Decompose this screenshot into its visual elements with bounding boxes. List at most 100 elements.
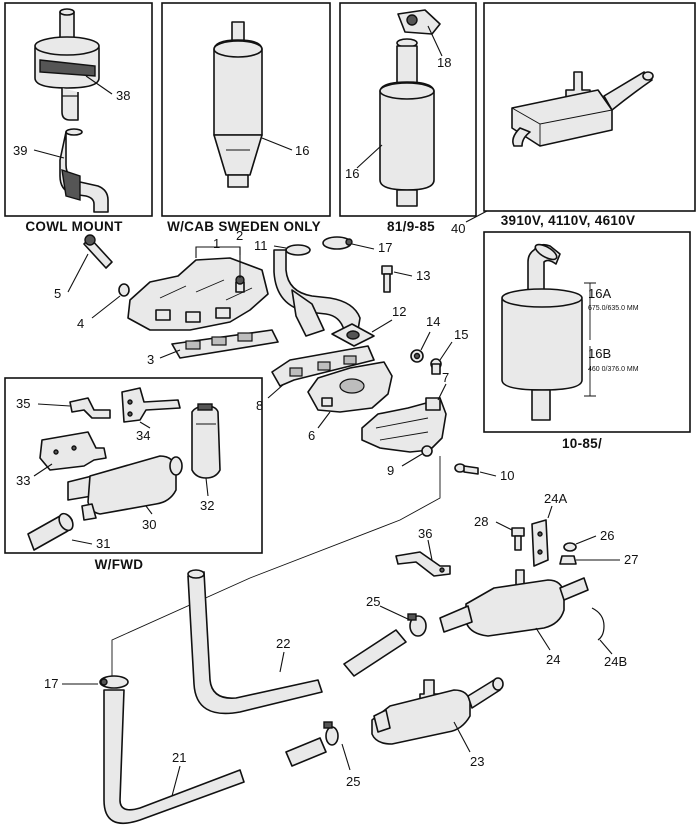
callout-36: 36 bbox=[418, 526, 432, 541]
callout-17-bottom: 17 bbox=[44, 676, 58, 691]
leader-7 bbox=[437, 383, 447, 401]
leader-16-cab bbox=[261, 137, 293, 151]
panel-fwd bbox=[4, 377, 263, 554]
leader-35 bbox=[37, 403, 71, 407]
leader-36 bbox=[427, 539, 433, 561]
nut-14 bbox=[410, 349, 424, 363]
leader-14 bbox=[420, 331, 431, 351]
bracket-24a bbox=[531, 519, 549, 567]
muffler-30 bbox=[67, 455, 183, 521]
callout-7: 7 bbox=[442, 370, 449, 385]
bolt-5 bbox=[83, 234, 113, 269]
leader-23 bbox=[453, 721, 471, 753]
exhaust-elbow-11 bbox=[273, 244, 361, 337]
leader-11 bbox=[273, 245, 287, 249]
callout-21: 21 bbox=[172, 750, 186, 765]
spec-16a: 675.0/635.0 MM bbox=[588, 305, 639, 312]
callout-1: 1 bbox=[213, 236, 220, 251]
nut-27 bbox=[559, 555, 577, 565]
caption-10-85: 10-85/ bbox=[562, 436, 602, 451]
callout-22: 22 bbox=[276, 636, 290, 651]
leader-31 bbox=[71, 539, 93, 545]
leader-25-bottom bbox=[341, 743, 351, 771]
bolt-28 bbox=[511, 527, 525, 551]
clamp-17-top bbox=[322, 236, 353, 250]
callout-33: 33 bbox=[16, 473, 30, 488]
muffler-24 bbox=[439, 569, 589, 637]
muffler-10-85 bbox=[501, 243, 583, 421]
callout-2: 2 bbox=[236, 228, 243, 243]
bracket-33 bbox=[39, 431, 107, 471]
callout-24: 24 bbox=[546, 652, 560, 667]
leader-25-top bbox=[379, 605, 411, 621]
cowl-muffler bbox=[34, 8, 100, 121]
gasket-8 bbox=[271, 345, 375, 387]
callout-15: 15 bbox=[454, 327, 468, 342]
leader-15 bbox=[439, 341, 453, 361]
caption-fwd: W/FWD bbox=[95, 557, 144, 572]
pipe-mid bbox=[343, 629, 407, 677]
bolt-13 bbox=[381, 265, 393, 293]
leader-3 bbox=[159, 349, 181, 359]
leader-16-81 bbox=[356, 144, 383, 169]
callout-13: 13 bbox=[416, 268, 430, 283]
callout-5: 5 bbox=[54, 286, 61, 301]
leader-26 bbox=[575, 535, 597, 545]
leader-21 bbox=[171, 765, 181, 797]
leader-13 bbox=[393, 271, 413, 277]
callout-9: 9 bbox=[387, 463, 394, 478]
callout-32: 32 bbox=[200, 498, 214, 513]
leader-32 bbox=[205, 477, 209, 497]
callout-4: 4 bbox=[77, 316, 84, 331]
caption-models: 3910V, 4110V, 4610V bbox=[501, 213, 636, 228]
callout-34: 34 bbox=[136, 428, 150, 443]
callout-40: 40 bbox=[451, 221, 465, 236]
leader-34 bbox=[139, 421, 151, 429]
callout-16a: 16A bbox=[588, 286, 611, 301]
bracket-36 bbox=[395, 551, 451, 577]
leader-22 bbox=[279, 651, 285, 673]
callout-31: 31 bbox=[96, 536, 110, 551]
callout-18: 18 bbox=[437, 55, 451, 70]
manifold-7 bbox=[361, 397, 447, 453]
cowl-pipe bbox=[59, 128, 109, 213]
muffler-81-85 bbox=[379, 9, 441, 207]
callout-24b: 24B bbox=[604, 654, 627, 669]
callout-6: 6 bbox=[308, 428, 315, 443]
leader-24a bbox=[547, 505, 553, 519]
intake-manifold bbox=[127, 257, 269, 331]
caption-cab-sweden: W/CAB SWEDEN ONLY bbox=[167, 219, 321, 234]
dimension-lines bbox=[584, 282, 596, 397]
bracket-34 bbox=[121, 387, 181, 423]
callout-28: 28 bbox=[474, 514, 488, 529]
leader-17-top bbox=[351, 243, 375, 250]
leader-9 bbox=[401, 453, 423, 467]
callout-10: 10 bbox=[500, 468, 514, 483]
clamp-25-bottom bbox=[323, 721, 339, 746]
clamp-17-bottom bbox=[99, 675, 129, 689]
callout-24a: 24A bbox=[544, 491, 567, 506]
nut-9 bbox=[421, 445, 433, 457]
callout-39: 39 bbox=[13, 143, 27, 158]
callout-17-top: 17 bbox=[378, 240, 392, 255]
panel-cowl-mount bbox=[4, 2, 153, 217]
clip-24b bbox=[591, 607, 605, 641]
leader-33 bbox=[33, 463, 53, 477]
leader-38 bbox=[85, 75, 113, 95]
leader-4 bbox=[91, 295, 121, 319]
muffler-23 bbox=[371, 677, 504, 745]
exhaust-manifold-6 bbox=[307, 361, 393, 413]
callout-30: 30 bbox=[142, 517, 156, 532]
leader-40 bbox=[465, 210, 488, 223]
leader-10 bbox=[479, 471, 497, 477]
callout-16-81: 16 bbox=[345, 166, 359, 181]
leader-24b bbox=[599, 639, 613, 655]
panel-models bbox=[483, 2, 696, 212]
pipe-21 bbox=[103, 689, 245, 825]
muffler-models bbox=[511, 71, 654, 147]
callout-25-top: 25 bbox=[366, 594, 380, 609]
gasket-12 bbox=[331, 323, 375, 347]
callout-26: 26 bbox=[600, 528, 614, 543]
callout-14: 14 bbox=[426, 314, 440, 329]
